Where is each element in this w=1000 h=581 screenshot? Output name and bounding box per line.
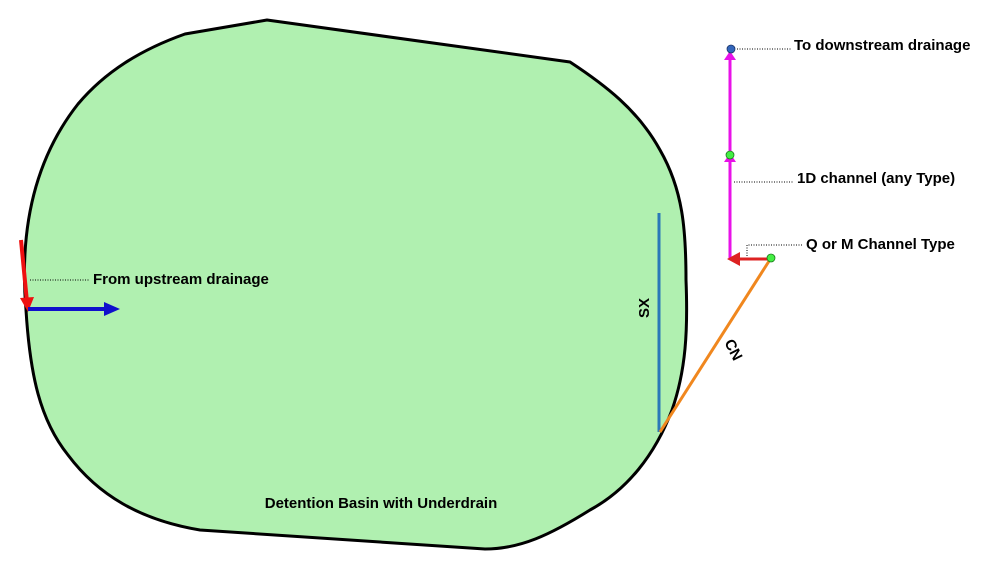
qm-channel-leader	[746, 244, 803, 256]
detention-basin-shape	[22, 18, 689, 551]
upstream-label: From upstream drainage	[93, 271, 269, 288]
magenta-arrow-up-icon	[724, 51, 736, 60]
sx-label: SX	[636, 298, 653, 318]
channel-1d-label: 1D channel (any Type)	[797, 170, 955, 187]
green-dot-icon	[725, 150, 735, 160]
red-arrow-down-icon	[19, 239, 34, 312]
cn-line	[658, 257, 773, 433]
blue-dot-icon	[726, 44, 736, 54]
cn-label: CN	[721, 336, 746, 363]
basin-label: Detention Basin with Underdrain	[265, 495, 498, 512]
blue-arrow-right-icon	[28, 302, 120, 316]
green-dot-icon	[766, 253, 776, 263]
qm-channel-label: Q or M Channel Type	[806, 236, 955, 253]
red-arrow-left-icon	[727, 252, 771, 266]
downstream-label: To downstream drainage	[794, 37, 970, 54]
